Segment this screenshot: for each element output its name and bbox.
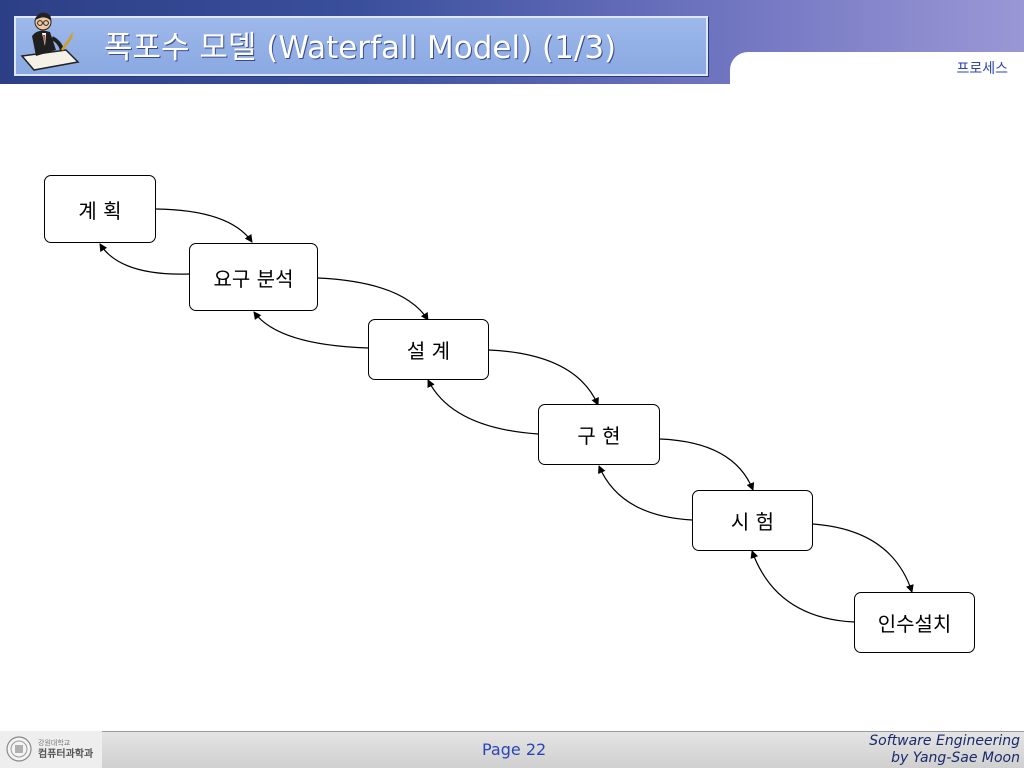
phase-testing: 시 험	[692, 490, 813, 551]
arrow-requirements-to-design	[317, 277, 429, 321]
phase-deployment: 인수설치	[854, 592, 975, 653]
page-title: 폭포수 모델 (Waterfall Model) (1/3)	[104, 30, 617, 66]
presenter-clipart-icon	[20, 12, 80, 71]
footer-course: Software Engineering	[869, 733, 1020, 749]
arrow-deployment-to-testing	[750, 550, 855, 623]
arrow-implementation-to-design	[427, 379, 539, 435]
footer-department: 컴퓨터과학과	[38, 749, 94, 760]
footer-band	[0, 731, 1024, 768]
phase-design: 설 계	[368, 319, 489, 380]
header-tab	[730, 52, 1024, 92]
arrow-plan-to-requirements	[155, 208, 253, 243]
arrow-implementation-to-testing	[659, 438, 755, 491]
footer-university: 강원대학교	[38, 739, 71, 747]
university-seal-icon	[6, 736, 32, 762]
title-box	[14, 16, 708, 76]
footer-author: by Yang-Sae Moon	[891, 750, 1020, 766]
arrow-requirements-to-plan	[99, 243, 190, 275]
section-label: 프로세스	[956, 61, 1008, 77]
phase-plan: 계 획	[44, 175, 156, 243]
arrow-design-to-implementation	[488, 349, 599, 406]
page-number: Page 22	[482, 740, 547, 759]
arrow-testing-to-deployment	[812, 523, 914, 593]
phase-implementation: 구 현	[538, 404, 660, 465]
phase-requirements: 요구 분석	[189, 243, 318, 311]
arrow-design-to-requirements	[253, 311, 369, 349]
arrow-testing-to-implementation	[598, 465, 693, 521]
